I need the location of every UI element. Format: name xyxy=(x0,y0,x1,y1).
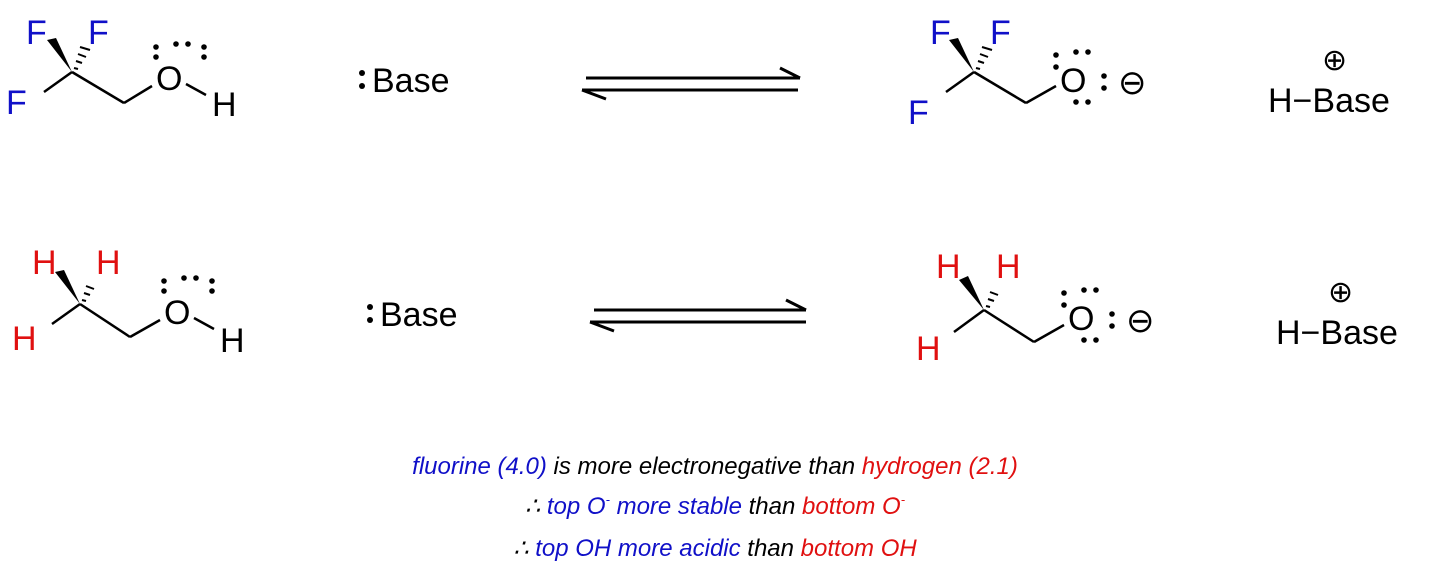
lone-pair-dots xyxy=(161,275,215,294)
caption-line-2: ∴ top O- more stable than bottom O- xyxy=(525,492,906,520)
caption-superscript: - xyxy=(606,492,611,507)
c-o-bond xyxy=(123,84,153,105)
wedge-bond xyxy=(55,270,80,304)
fluorine-label-3: F xyxy=(6,84,27,122)
caption-comparison: is more electronegative than xyxy=(547,453,862,480)
caption-line-3: ∴ top OH more acidic than bottom OH xyxy=(513,535,917,562)
bottom-reaction: H H H O H Base xyxy=(12,244,1398,368)
o-h-bond xyxy=(185,82,207,97)
lone-pair-dots xyxy=(1061,287,1115,343)
negative-charge-icon: ⊖ xyxy=(1118,64,1147,102)
base-label: Base xyxy=(372,62,450,100)
fluorine-label-3: F xyxy=(908,94,929,132)
therefore-symbol: ∴ xyxy=(525,493,541,520)
bottom-reactant-ethanol: H H H O H xyxy=(12,244,245,360)
bottom-base: Base xyxy=(367,296,458,334)
fluorine-label-2: F xyxy=(88,14,109,52)
fluorine-label-2: F xyxy=(990,14,1011,52)
positive-charge-icon: ⊕ xyxy=(1328,276,1353,309)
negative-charge-icon: ⊖ xyxy=(1126,302,1155,340)
bottom-conjugate-acid: ⊕ H−Base xyxy=(1276,276,1398,352)
equilibrium-arrow xyxy=(581,66,801,101)
equilibrium-arrow xyxy=(589,298,807,333)
c-f-bond xyxy=(43,70,73,94)
alkoxide-oxygen-label: O xyxy=(1060,62,1086,100)
base-label: Base xyxy=(380,296,458,334)
top-conjugate-acid: ⊕ H−Base xyxy=(1268,44,1390,120)
hydrogen-label-3: H xyxy=(12,320,37,358)
bottom-product-alkoxide: H H H O ⊖ xyxy=(916,248,1155,368)
caption-hydrogen: hydrogen (2.1) xyxy=(862,453,1018,480)
fluorine-label-1: F xyxy=(26,14,47,52)
explanation-caption: fluorine (4.0) is more electronegative t… xyxy=(412,453,1018,562)
caption-bottom-oh: bottom OH xyxy=(801,535,918,562)
top-base: Base xyxy=(359,62,450,100)
c-c-bond xyxy=(71,70,125,105)
caption-top-oh: top OH more acidic xyxy=(529,535,741,562)
top-product-alkoxide: F F F O ⊖ xyxy=(908,14,1147,132)
hydroxyl-h-label: H xyxy=(220,322,245,360)
hashed-bond xyxy=(73,46,91,70)
caption-top-o: top O xyxy=(540,493,605,520)
protonated-base-label: H−Base xyxy=(1268,82,1390,120)
hydrogen-label-1: H xyxy=(936,248,961,286)
top-reactant-trifluoroethanol: F F F O H xyxy=(6,14,237,124)
hashed-bond xyxy=(975,46,993,70)
oxygen-label: O xyxy=(164,294,190,332)
oxygen-label: O xyxy=(156,60,182,98)
hydrogen-label-2: H xyxy=(96,244,121,282)
fluorine-label-1: F xyxy=(930,14,951,52)
wedge-bond xyxy=(949,38,974,72)
hydroxyl-h-label: H xyxy=(212,86,237,124)
caption-than: than xyxy=(741,535,801,562)
lone-pair-dots xyxy=(1053,49,1107,105)
caption-fluorine: fluorine (4.0) xyxy=(412,453,547,480)
hydrogen-label-1: H xyxy=(32,244,57,282)
positive-charge-icon: ⊕ xyxy=(1322,44,1347,77)
wedge-bond xyxy=(47,38,72,72)
wedge-bond xyxy=(959,276,984,310)
lone-pair-dots xyxy=(153,41,207,60)
therefore-symbol: ∴ xyxy=(513,535,529,562)
alkoxide-oxygen-label: O xyxy=(1068,300,1094,338)
caption-line-1: fluorine (4.0) is more electronegative t… xyxy=(412,453,1018,480)
hashed-bond xyxy=(985,291,999,308)
protonated-base-label: H−Base xyxy=(1276,314,1398,352)
caption-than: than xyxy=(742,493,802,520)
caption-more-stable: more stable xyxy=(610,493,742,520)
hydrogen-label-3: H xyxy=(916,330,941,368)
caption-superscript: - xyxy=(901,492,906,507)
hydrogen-label-2: H xyxy=(996,248,1021,286)
caption-bottom-o: bottom O xyxy=(802,493,901,520)
hashed-bond xyxy=(81,285,95,302)
top-reaction: F F F O H Base xyxy=(6,14,1390,132)
